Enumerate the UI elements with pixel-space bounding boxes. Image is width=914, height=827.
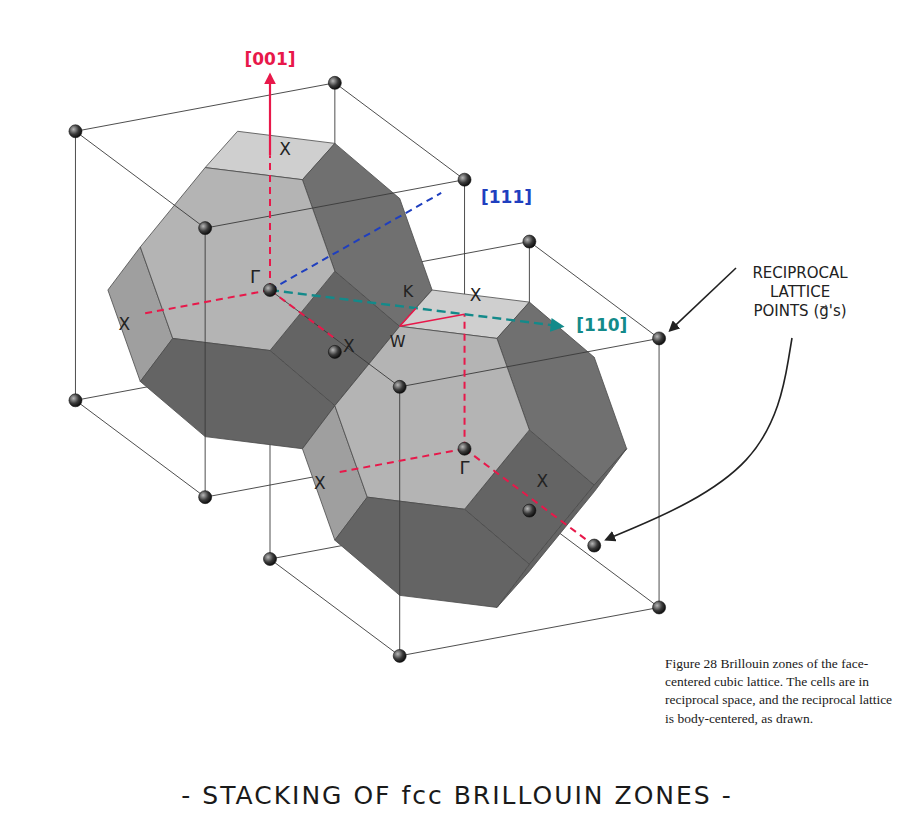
axis-line [270,290,335,338]
direction-line [270,193,441,290]
wx-line [400,314,465,326]
direction-label: [001] [244,49,295,70]
note-label: RECIPROCAL LATTICE POINTS (g⃗'s) [741,264,859,320]
point-label: Γ [250,266,260,289]
cube-edge-back [75,131,76,400]
reciprocal-lattice-point [393,380,406,393]
axis-line [140,290,270,314]
reciprocal-lattice-point [523,504,536,517]
axis-line [464,314,466,449]
point-label: X [470,286,482,307]
cube-edge-back [75,83,334,131]
cube-edge-front [400,338,659,386]
reciprocal-lattice-point [393,649,406,662]
reciprocal-lattice-point [264,553,277,566]
direction-arrow [269,75,271,156]
leader-arrow [606,338,792,540]
reciprocal-lattice-point [264,284,277,297]
zone-face-second [335,326,530,509]
zone-face-second [335,497,530,607]
reciprocal-lattice-point [653,332,666,345]
point-label: X [118,315,130,336]
reciprocal-lattice-point [69,394,82,407]
direction-arrow [270,290,562,326]
axis-line [335,449,465,473]
cube-edge-front [399,387,400,656]
reciprocal-lattice-point [199,491,212,504]
reciprocal-lattice-point [199,222,212,235]
point-label: X [343,337,355,358]
direction-label: [111] [481,187,532,208]
point-label: X [314,473,326,494]
cube-edge-back [400,607,659,655]
reciprocal-lattice-point [328,345,341,358]
axis-line [269,155,271,290]
cube-edge-front [75,131,205,228]
leader-arrow [670,268,736,330]
point-label: X [279,140,291,161]
zone-face-second [497,449,627,608]
point-label: K [403,282,414,302]
axis-line [465,449,588,541]
cube-edge-front [205,180,464,228]
cube-edge-back [659,338,660,607]
point-label: W [390,332,406,352]
reciprocal-lattice-point [653,601,666,614]
reciprocal-lattice-point [523,235,536,248]
zone-face-first [140,338,335,448]
reciprocal-lattice-point [328,76,341,89]
zone-face-first [140,168,335,351]
cube-edge-front [270,290,400,387]
cube-edge-front [205,228,206,497]
reciprocal-lattice-point [588,539,601,552]
reciprocal-lattice-point [69,125,82,138]
point-label: Γ [460,456,470,479]
reciprocal-lattice-point [458,173,471,186]
direction-label: [110] [576,316,627,337]
figure-caption: Figure 28 Brillouin zones of the face-ce… [665,655,901,728]
handwritten-title: - STACKING OF fcc BRILLOUIN ZONES - [181,781,732,810]
point-label: X [537,472,549,493]
reciprocal-lattice-point [458,442,471,455]
